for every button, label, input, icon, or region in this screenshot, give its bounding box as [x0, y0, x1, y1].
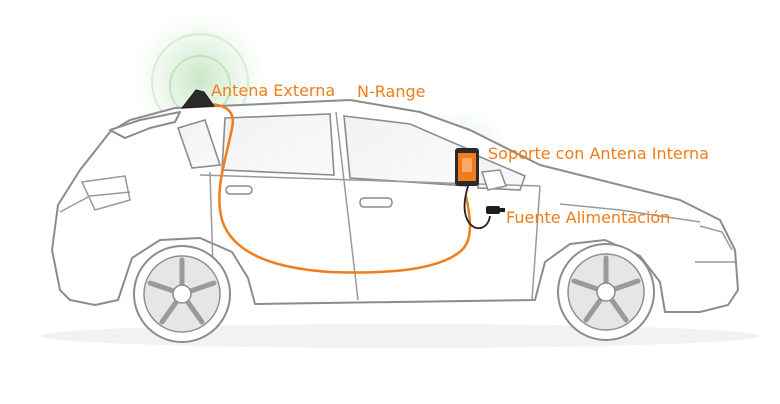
side-mirror	[480, 169, 508, 191]
antenna-cable	[204, 102, 472, 274]
smartphone-icon	[455, 148, 479, 186]
front-wheel	[557, 243, 655, 341]
windows	[176, 113, 527, 191]
label-external-antenna: Antena Externa	[211, 81, 336, 100]
rear-wheel	[133, 245, 231, 343]
label-power-supply: Fuente Alimentación	[506, 208, 671, 227]
label-product-name: N-Range	[357, 82, 426, 101]
power-cable	[463, 185, 491, 230]
label-mount-with-internal-antenna: Soporte con Antena Interna	[488, 144, 709, 163]
antenna-icon	[180, 89, 215, 109]
body-lines	[59, 111, 735, 301]
door-handles	[225, 185, 393, 208]
car-power-plug-icon	[486, 206, 505, 214]
